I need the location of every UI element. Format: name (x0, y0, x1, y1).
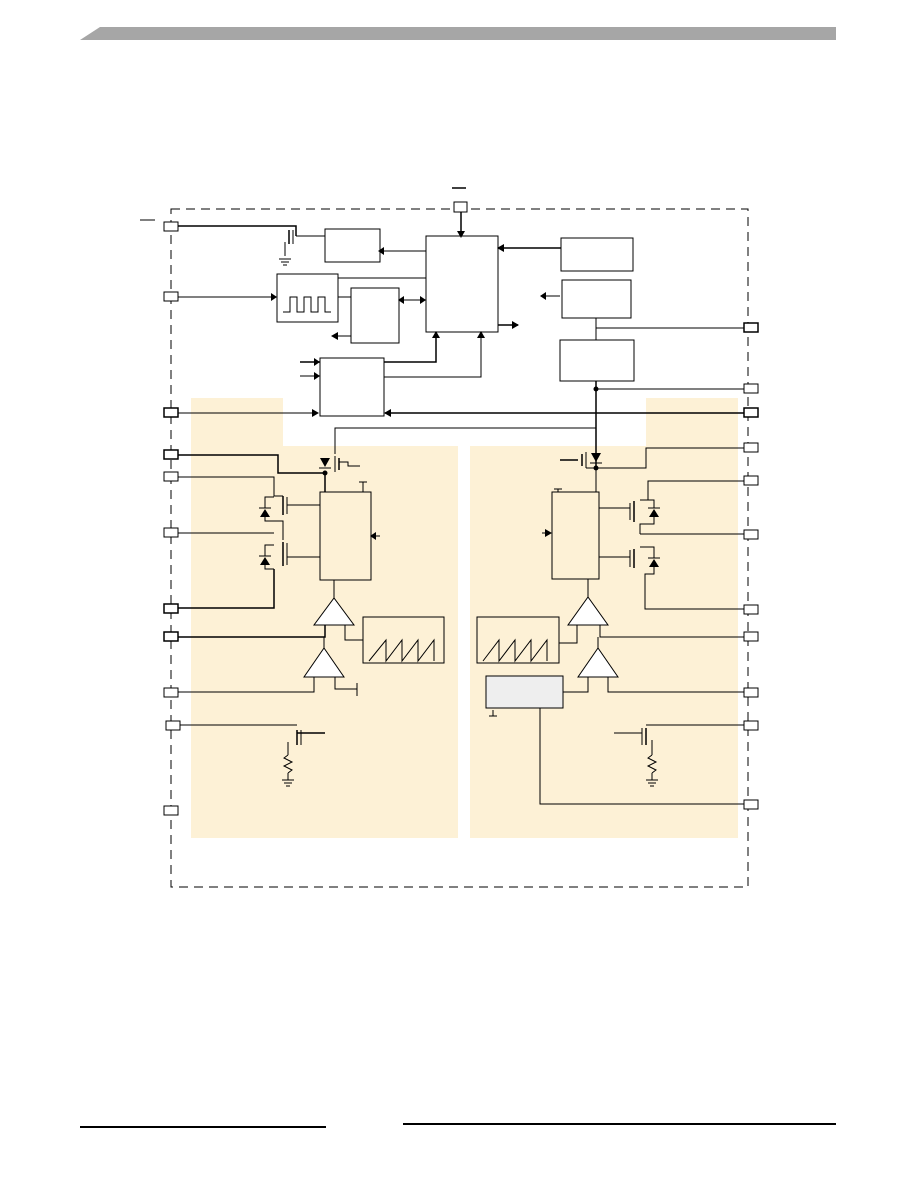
mid-control-block (319, 357, 385, 417)
right-converter-region (470, 398, 738, 838)
left-ramp-block (362, 616, 445, 664)
pin-left-11 (163, 805, 179, 816)
left-error-amp (303, 647, 345, 678)
clock-waveform (283, 296, 331, 313)
right-driver-block (551, 491, 600, 580)
right-ramp-block (476, 616, 560, 664)
right-comparator (567, 596, 609, 626)
right-block-1 (560, 237, 634, 272)
right-block-3 (559, 339, 635, 382)
divider-block (350, 287, 400, 344)
logic-block (425, 235, 499, 333)
right-sawtooth (482, 638, 548, 663)
oscillator-block (276, 273, 339, 323)
left-pins (140, 219, 181, 816)
reference-block (485, 675, 564, 709)
left-comparator (313, 597, 355, 626)
small-block-a (324, 228, 381, 263)
header-bar (80, 27, 836, 40)
left-sawtooth (368, 638, 435, 663)
right-error-amp (577, 647, 619, 678)
